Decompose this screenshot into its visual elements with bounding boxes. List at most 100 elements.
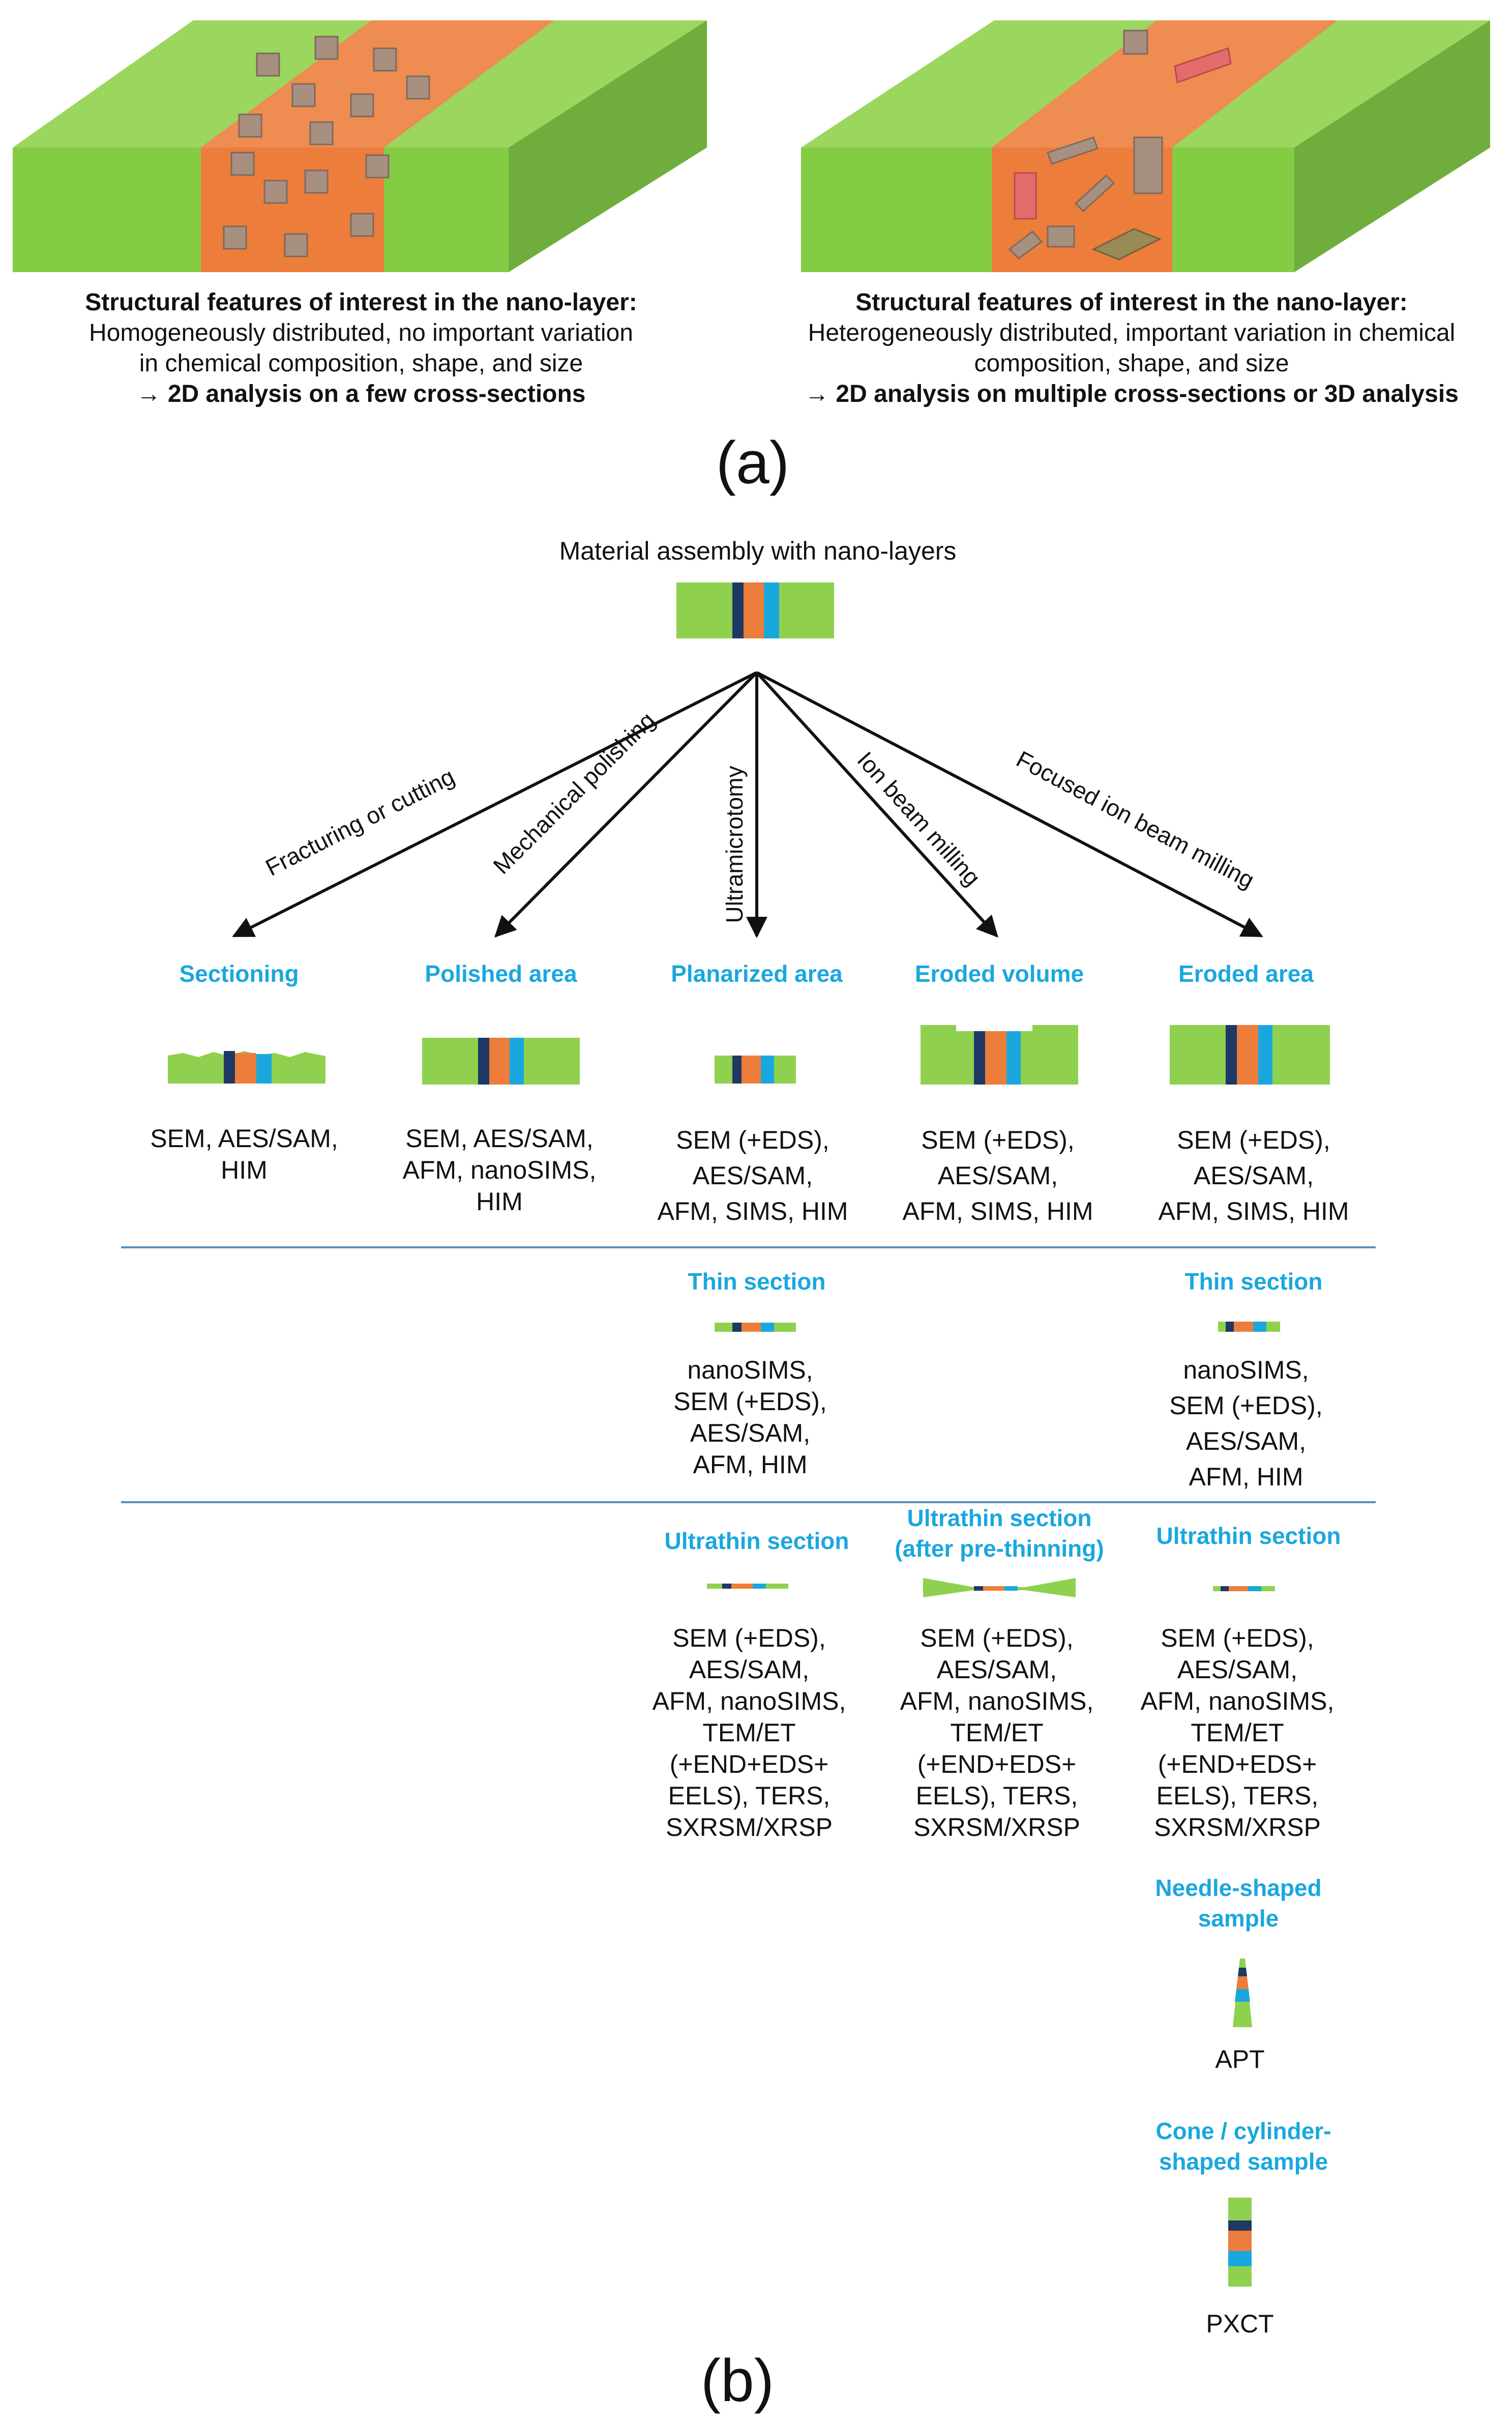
- sample-eroded-area: [1170, 1025, 1330, 1085]
- caption-a-right-line3: composition, shape, and size: [974, 350, 1289, 377]
- row1-methods: SEM, AES/SAM, HIM SEM, AES/SAM, AFM, nan…: [150, 1124, 1349, 1225]
- methods-eroded-volume-1: SEM (+EDS),: [921, 1126, 1074, 1154]
- methods-thin-eroded-3: AES/SAM,: [1186, 1427, 1306, 1455]
- methods-ultrathin-c-1: SEM (+EDS),: [1161, 1624, 1314, 1652]
- caption-homogeneous: Structural features of interest in the n…: [85, 289, 637, 407]
- sample-ultrathin-pre-thinned: [923, 1578, 1076, 1597]
- methods-thin-planarized-1: nanoSIMS,: [687, 1356, 813, 1384]
- methods-ultrathin-a-1: SEM (+EDS),: [672, 1624, 825, 1652]
- caption-a-left-line4: → 2D analysis on a few cross-sections: [136, 381, 585, 407]
- arrow-label-ion-beam: Ion beam milling: [852, 746, 986, 891]
- methods-ultrathin-b-4: TEM/ET: [950, 1718, 1043, 1747]
- row3-methods-eroded-area: SEM (+EDS), AES/SAM, AFM, nanoSIMS, TEM/…: [1141, 1624, 1335, 1842]
- methods-thin-eroded-1: nanoSIMS,: [1183, 1356, 1309, 1384]
- sample-needle: [1233, 1959, 1252, 2027]
- caption-heterogeneous: Structural features of interest in the n…: [805, 289, 1459, 407]
- heading-thin-section-eroded: Thin section: [1185, 1268, 1323, 1295]
- method-pxct: PXCT: [1206, 2310, 1273, 2338]
- methods-ultrathin-b-1: SEM (+EDS),: [920, 1624, 1073, 1652]
- heading-eroded-area: Eroded area: [1178, 960, 1314, 987]
- particles-homogeneous: [223, 36, 430, 257]
- caption-a-right-line1: Structural features of interest in the n…: [855, 289, 1408, 316]
- methods-polished-1: SEM, AES/SAM,: [405, 1124, 594, 1153]
- heading-ultrathin-eroded-volume: Ultrathin section: [907, 1505, 1092, 1531]
- heading-ultrathin-eroded-area: Ultrathin section: [1157, 1523, 1341, 1549]
- caption-a-left-line3: in chemical composition, shape, and size: [139, 350, 583, 377]
- sample-planarized-area: [715, 1056, 796, 1084]
- sample-polished-area: [422, 1038, 580, 1085]
- methods-sectioning-1: SEM, AES/SAM,: [150, 1124, 338, 1153]
- row2-methods: nanoSIMS, SEM (+EDS), AES/SAM, AFM, HIM …: [673, 1356, 1322, 1491]
- methods-ultrathin-b-6: EELS), TERS,: [916, 1781, 1078, 1810]
- methods-thin-planarized-2: SEM (+EDS),: [673, 1387, 826, 1416]
- particles-heterogeneous: [1008, 30, 1232, 260]
- sample-ultrathin-planarized: [707, 1584, 788, 1589]
- methods-planarized-3: AFM, SIMS, HIM: [658, 1197, 848, 1225]
- methods-eroded-volume-2: AES/SAM,: [938, 1161, 1058, 1190]
- methods-planarized-1: SEM (+EDS),: [676, 1126, 829, 1154]
- panel-b-label: (b): [701, 2347, 774, 2414]
- methods-eroded-area-3: AFM, SIMS, HIM: [1159, 1197, 1349, 1225]
- heading-needle-1: Needle-shaped: [1155, 1875, 1321, 1901]
- methods-ultrathin-b-3: AFM, nanoSIMS,: [900, 1687, 1094, 1715]
- methods-ultrathin-b-7: SXRSM/XRSP: [913, 1813, 1080, 1842]
- heading-planarized-area: Planarized area: [671, 960, 843, 987]
- arrow-ion-beam: [755, 671, 998, 938]
- methods-ultrathin-a-5: (+END+EDS+: [670, 1750, 829, 1778]
- methods-ultrathin-c-7: SXRSM/XRSP: [1154, 1813, 1321, 1842]
- methods-ultrathin-a-6: EELS), TERS,: [668, 1781, 831, 1810]
- methods-ultrathin-c-3: AFM, nanoSIMS,: [1141, 1687, 1335, 1715]
- panel-a-label: (a): [716, 429, 789, 496]
- arrow-label-ultramicrotomy: Ultramicrotomy: [721, 766, 748, 923]
- methods-ultrathin-c-6: EELS), TERS,: [1157, 1781, 1319, 1810]
- sample-eroded-volume: [921, 1025, 1078, 1085]
- caption-a-left-line1: Structural features of interest in the n…: [85, 289, 637, 316]
- sample-ultrathin-eroded-area: [1213, 1586, 1275, 1591]
- sample-thin-section-planarized: [715, 1323, 796, 1332]
- caption-a-right-line4: → 2D analysis on multiple cross-sections…: [805, 381, 1459, 407]
- root-title: Material assembly with nano-layers: [559, 537, 957, 565]
- methods-ultrathin-a-2: AES/SAM,: [689, 1655, 809, 1684]
- heading-polished-area: Polished area: [425, 960, 577, 987]
- methods-ultrathin-a-4: TEM/ET: [702, 1718, 795, 1747]
- preparation-arrows: [232, 671, 1263, 939]
- arrow-fib: [756, 671, 1263, 938]
- subheading-after-pre-thinning: (after pre-thinning): [895, 1535, 1104, 1562]
- row1-headings: Sectioning Polished area Planarized area…: [179, 960, 1314, 987]
- sample-thin-section-eroded: [1218, 1322, 1280, 1332]
- methods-thin-eroded-2: SEM (+EDS),: [1169, 1391, 1322, 1420]
- methods-ultrathin-a-3: AFM, nanoSIMS,: [653, 1687, 846, 1715]
- heading-cone-1: Cone / cylinder-: [1155, 2118, 1331, 2144]
- caption-a-right-line2: Heterogeneously distributed, important v…: [808, 319, 1456, 346]
- caption-a-left-line2: Homogeneously distributed, no important …: [89, 319, 633, 346]
- arrow-polishing: [494, 671, 758, 938]
- heading-ultrathin-planarized: Ultrathin section: [665, 1528, 849, 1554]
- methods-ultrathin-b-5: (+END+EDS+: [917, 1750, 1077, 1778]
- methods-ultrathin-a-7: SXRSM/XRSP: [666, 1813, 833, 1842]
- heading-cone-2: shaped sample: [1159, 2148, 1328, 2175]
- arrow-fracturing: [232, 671, 758, 938]
- methods-ultrathin-c-2: AES/SAM,: [1177, 1655, 1297, 1684]
- methods-thin-planarized-3: AES/SAM,: [690, 1419, 810, 1447]
- method-apt: APT: [1215, 2045, 1264, 2073]
- methods-ultrathin-b-2: AES/SAM,: [937, 1655, 1057, 1684]
- heading-eroded-volume: Eroded volume: [915, 960, 1084, 987]
- arrow-label-fracturing: Fracturing or cutting: [261, 763, 459, 881]
- sample-cylinder: [1228, 2198, 1252, 2287]
- methods-ultrathin-c-5: (+END+EDS+: [1158, 1750, 1317, 1778]
- row3-methods-planarized: SEM (+EDS), AES/SAM, AFM, nanoSIMS, TEM/…: [653, 1624, 846, 1842]
- arrow-labels: Fracturing or cutting Mechanical polishi…: [261, 707, 1259, 923]
- row3-methods-pre-thinned: SEM (+EDS), AES/SAM, AFM, nanoSIMS, TEM/…: [900, 1624, 1094, 1842]
- methods-eroded-area-2: AES/SAM,: [1194, 1161, 1314, 1190]
- methods-eroded-volume-3: AFM, SIMS, HIM: [903, 1197, 1093, 1225]
- block-homogeneous: [13, 20, 707, 272]
- methods-polished-2: AFM, nanoSIMS,: [403, 1156, 597, 1184]
- block-heterogeneous: [801, 20, 1490, 272]
- arrow-label-polishing: Mechanical polishing: [488, 707, 660, 879]
- heading-needle-2: sample: [1198, 1905, 1279, 1932]
- heading-sectioning: Sectioning: [179, 960, 299, 987]
- methods-planarized-2: AES/SAM,: [693, 1161, 813, 1190]
- methods-thin-eroded-4: AFM, HIM: [1189, 1463, 1303, 1491]
- methods-thin-planarized-4: AFM, HIM: [693, 1450, 808, 1479]
- root-assembly: [676, 582, 834, 638]
